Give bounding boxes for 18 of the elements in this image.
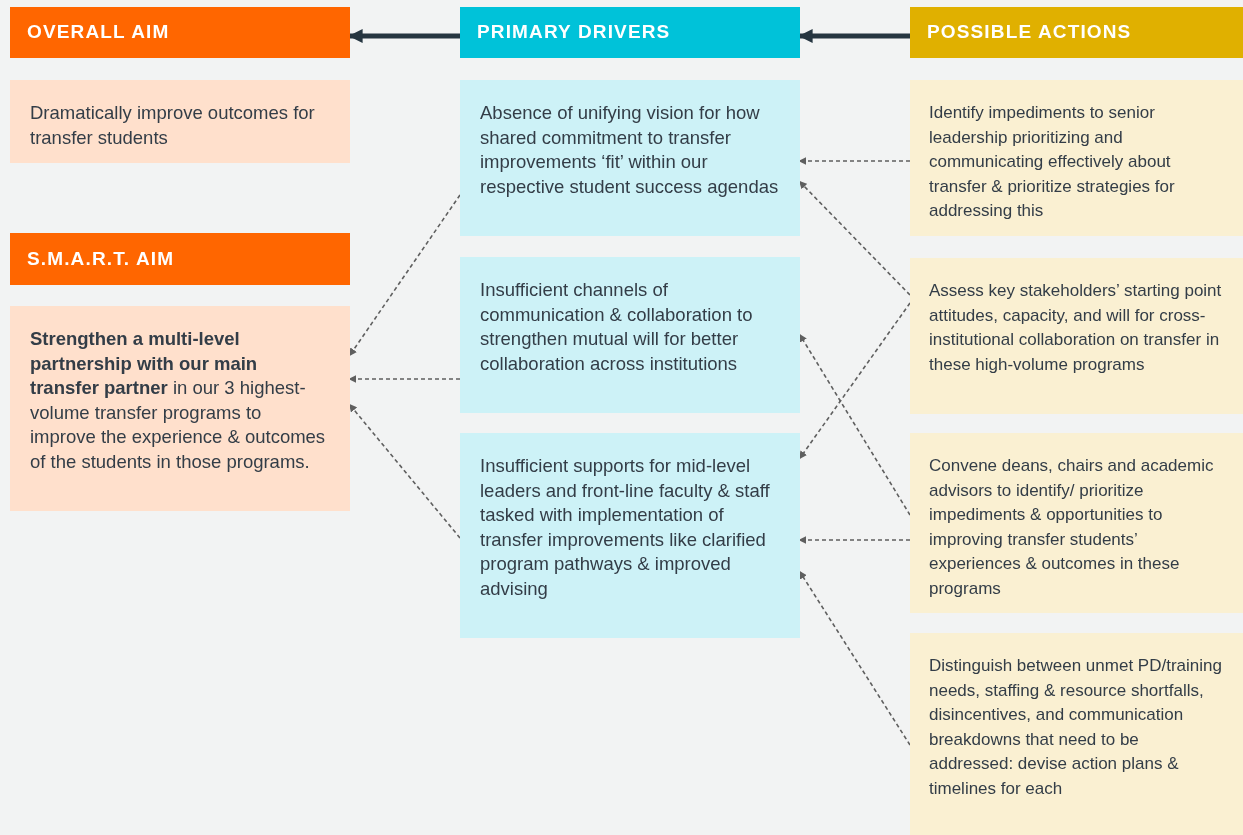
action-box: Convene deans, chairs and academic advisors to identify/ prioritize impediments & opportunities to improving transfer students’ experiences & outcomes in these programs — [910, 433, 1243, 613]
driver-box: Absence of unifying vision for how shared commitment to transfer improvements ‘fit’ within our respective student success agendas — [460, 80, 800, 236]
action-box: Distinguish between unmet PD/training needs, staffing & resource shortfalls, disincentives, and communication breakdowns that need to be addressed: devise action plans & timelines for each — [910, 633, 1243, 835]
column-header: POSSIBLE ACTIONS — [910, 7, 1243, 58]
driver-box: Insufficient channels of communication & collaboration to strengthen mutual will for better collaboration across institutions — [460, 257, 800, 413]
arrow — [349, 194, 461, 357]
arrow — [799, 302, 911, 460]
column-header: S.M.A.R.T. AIM — [10, 233, 350, 285]
action-box: Identify impediments to senior leadership prioritizing and communicating effectively about transfer & prioritize strategies for addressing this — [910, 80, 1243, 236]
action-box: Assess key stakeholders’ starting point attitudes, capacity, and will for cross-institutional collaboration on transfer in these high-volume programs — [910, 258, 1243, 414]
aim-box: Dramatically improve outcomes for transfer students — [10, 80, 350, 163]
arrow — [799, 570, 911, 746]
arrow — [799, 333, 911, 516]
driver-box: Insufficient supports for mid-level leaders and front-line faculty & staff tasked with implementation of transfer improvements like clarified program pathways & improved advising — [460, 433, 800, 638]
column-header: OVERALL AIM — [10, 7, 350, 58]
aim-box: Strengthen a multi-level partnership with our main transfer partner in our 3 highest-volume transfer programs to improve the experience & outcomes of the students in those programs. — [10, 306, 350, 511]
column-header: PRIMARY DRIVERS — [460, 7, 800, 58]
arrow — [349, 403, 461, 539]
